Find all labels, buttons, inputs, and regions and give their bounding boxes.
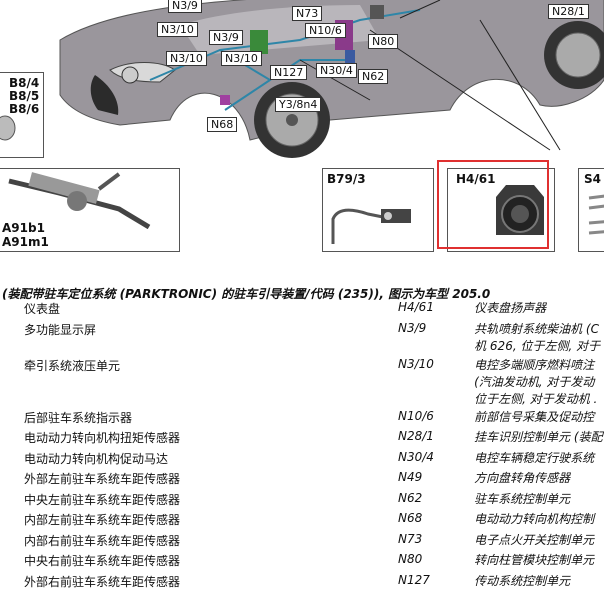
legend-table: 仪表盘 H4/61 仪表盘扬声器多功能显示屏 N3/9 共轨喷射系统柴油机 (C 机 6… — [0, 300, 604, 593]
parking-sensor-labels: B8/4 B8/5 B8/6 — [9, 76, 40, 116]
legend-description: 多功能显示屏 — [24, 322, 97, 337]
legend-code: N127 — [397, 572, 430, 587]
legend-right-description: 电控车辆稳定行驶系统 — [474, 450, 595, 465]
legend-description: 中央左前驻车系统车距传感器 — [24, 492, 181, 507]
sensor-b79-icon — [331, 208, 411, 244]
legend-row: 电动动力转向机构扭矩传感器 N28/1 挂车识别控制单元 (装配 — [0, 429, 604, 450]
legend-right-description: 驻车系统控制单元 — [474, 491, 571, 506]
legend-right-description: 方向盘转角传感器 — [474, 471, 571, 485]
legend-code: N62 — [397, 490, 423, 505]
speaker-highlight — [437, 160, 549, 249]
legend-code: N10/6 — [397, 408, 434, 423]
legend-code: H4/61 — [397, 300, 434, 314]
car-diagram: N3/9 N73 N28/1 N3/10 N3/9 N10/6 N3/10 N8… — [0, 0, 604, 160]
legend-description: 牵引系统液压单元 — [24, 358, 121, 373]
parking-sensor-box: B8/4 B8/5 B8/6 — [0, 72, 44, 158]
legend-right-description: 共轨喷射系统柴油机 (C 机 626, 位于左侧, 对于 — [474, 321, 601, 353]
legend-right-description: 电子点火开关控制单元 — [474, 532, 595, 547]
legend-code: N73 — [397, 531, 423, 546]
sensor-b79-label: B79/3 — [327, 172, 366, 186]
label-n3-9-a: N3/9 — [168, 0, 202, 13]
switch-label: S4 — [584, 172, 601, 186]
legend-description: 电动动力转向机构促动马达 — [24, 451, 169, 466]
legend-row: 内部右前驻车系统车距传感器 N73 电子点火开关控制单元 — [0, 532, 604, 553]
switch-icon — [588, 194, 604, 235]
label-n3-10-b: N3/10 — [166, 51, 207, 66]
label-n10-6: N10/6 — [305, 23, 346, 38]
legend-description: 仪表盘 — [24, 302, 61, 316]
label-n80: N80 — [368, 34, 399, 49]
label-n30-4: N30/4 — [316, 63, 357, 78]
car-illustration — [59, 0, 604, 158]
legend-row: 外部右前驻车系统车距传感器 N127 传动系统控制单元 — [0, 573, 604, 594]
legend-code: N80 — [397, 552, 423, 566]
sensor-b79-box: B79/3 — [322, 168, 434, 252]
legend-row: 外部左前驻车系统车距传感器 N49 方向盘转角传感器 — [0, 470, 604, 491]
legend-row: 电动动力转向机构促动马达 N30/4 电控车辆稳定行驶系统 — [0, 450, 604, 471]
legend-right-description: 前部信号采集及促动控 — [474, 409, 595, 424]
figure-caption: (装配带驻车定位系统 (PARKTRONIC) 的驻车引导装置/代码 (235)… — [2, 287, 491, 301]
label-y3-8n4: Y3/8n4 — [275, 97, 322, 112]
legend-code: N68 — [397, 511, 423, 525]
legend-description: 电动动力转向机构扭矩传感器 — [24, 431, 181, 445]
label-n68: N68 — [207, 117, 238, 132]
steering-rack-label-1: A91b1 — [2, 221, 45, 235]
legend-description: 内部左前驻车系统车距传感器 — [24, 513, 181, 527]
label-n3-10-c: N3/10 — [221, 51, 262, 66]
legend-right-description: 电控多端顺序燃料喷注 (汽油发动机, 对于发动 位于左侧, 对于发动机 . — [474, 357, 598, 406]
steering-rack-icon — [8, 172, 151, 229]
legend-row: 中央左前驻车系统车距传感器 N62 驻车系统控制单元 — [0, 491, 604, 512]
legend-right-description: 传动系统控制单元 — [474, 573, 571, 588]
label-n28-1: N28/1 — [548, 4, 589, 19]
steering-rack-box: A91b1 A91m1 — [0, 168, 180, 252]
steering-rack-label-2: A91m1 — [2, 235, 49, 249]
legend-code: N49 — [397, 470, 423, 484]
label-n3-9-b: N3/9 — [209, 30, 243, 45]
legend-row: 内部左前驻车系统车距传感器 N68 电动动力转向机构控制 — [0, 511, 604, 532]
legend-row: 牵引系统液压单元 N3/10 电控多端顺序燃料喷注 (汽油发动机, 对于发动 位于左… — [0, 357, 604, 409]
legend-right-description: 转向柱管模块控制单元 — [474, 553, 595, 567]
legend-description: 内部右前驻车系统车距传感器 — [24, 533, 181, 548]
legend-description: 中央右前驻车系统车距传感器 — [24, 554, 181, 568]
switch-box: S4 — [578, 168, 604, 252]
legend-code: N3/9 — [397, 320, 427, 335]
legend-code: N28/1 — [397, 429, 434, 443]
legend-description: 外部左前驻车系统车距传感器 — [24, 472, 181, 486]
label-n3-10-a: N3/10 — [157, 22, 198, 37]
legend-right-description: 挂车识别控制单元 (装配 — [474, 430, 603, 444]
legend-right-description: 仪表盘扬声器 — [474, 301, 547, 315]
legend-code: N30/4 — [397, 449, 434, 464]
legend-row: 中央右前驻车系统车距传感器 N80 转向柱管模块控制单元 — [0, 552, 604, 573]
speaker-icon — [496, 185, 544, 235]
legend-description: 外部右前驻车系统车距传感器 — [24, 574, 181, 589]
legend-row: 仪表盘 H4/61 仪表盘扬声器 — [0, 300, 604, 321]
label-n62: N62 — [358, 69, 389, 84]
label-n73: N73 — [292, 6, 323, 21]
legend-description: 后部驻车系统指示器 — [24, 410, 133, 425]
speaker-label: H4/61 — [456, 172, 496, 186]
legend-code: N3/10 — [397, 356, 434, 371]
speaker-box: H4/61 — [447, 168, 555, 252]
parking-sensor-icon — [0, 115, 16, 141]
label-n127: N127 — [270, 65, 308, 80]
legend-row: 后部驻车系统指示器 N10/6 前部信号采集及促动控 — [0, 409, 604, 430]
legend-right-description: 电动动力转向机构控制 — [474, 512, 595, 526]
legend-row: 多功能显示屏 N3/9 共轨喷射系统柴油机 (C 机 626, 位于左侧, 对于 — [0, 321, 604, 357]
